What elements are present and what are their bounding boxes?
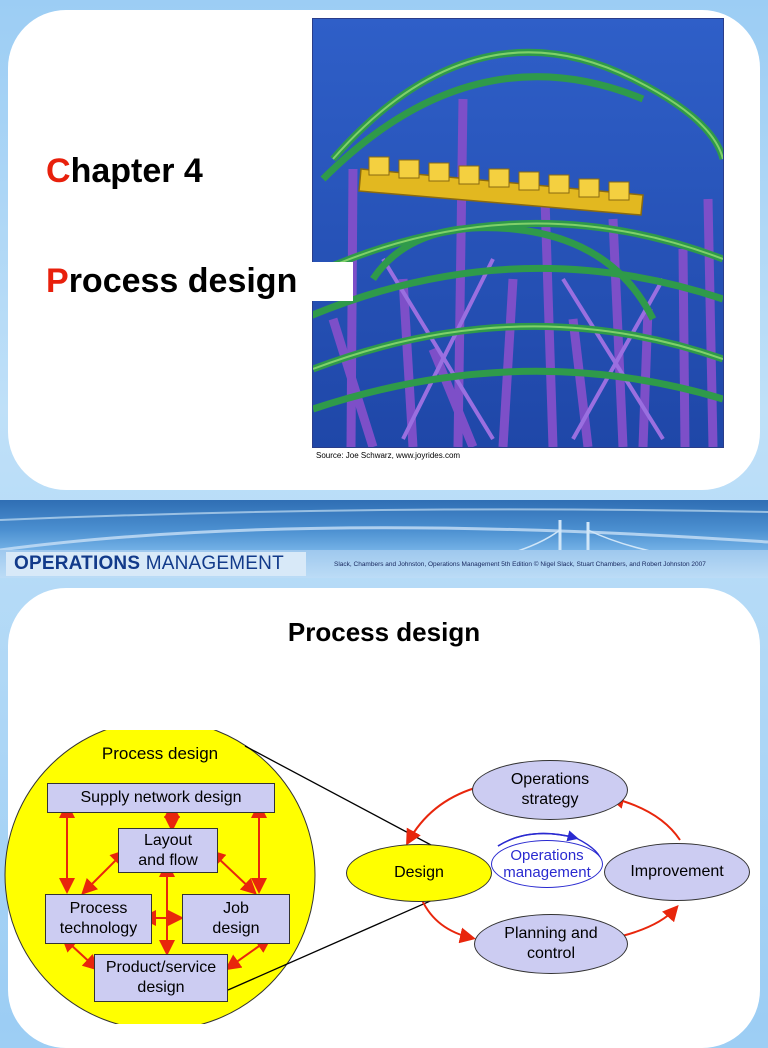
process-tech-line2: technology xyxy=(59,920,138,937)
supply-network-label: Supply network design xyxy=(80,789,242,806)
product-line1: Product/service xyxy=(105,959,217,976)
job-line1: Job xyxy=(223,900,249,917)
operations-management-logo: OPERATIONS MANAGEMENT xyxy=(6,552,306,576)
design-node: Design xyxy=(346,844,492,902)
ops-mgmt-line1: Operations xyxy=(510,847,584,864)
improvement-label: Improvement xyxy=(630,863,724,880)
layout-label-line2: and flow xyxy=(138,851,198,869)
chapter-label: Chapter 4 xyxy=(46,152,203,191)
planning-line2: control xyxy=(526,945,576,962)
rollercoaster-photo xyxy=(312,18,724,448)
chapter-initial: C xyxy=(46,152,71,190)
operations-strategy-node: Operations strategy xyxy=(472,760,628,820)
slide-title: Process design xyxy=(46,262,354,301)
logo-light: MANAGEMENT xyxy=(145,553,284,574)
slide2-title: Process design xyxy=(287,617,481,647)
planning-line1: Planning and xyxy=(504,925,598,942)
photo-caption: Source: Joe Schwarz, www.joyrides.com xyxy=(316,451,461,460)
ops-strategy-line1: Operations xyxy=(510,771,590,788)
title-initial: P xyxy=(46,262,69,300)
chapter-rest: hapter 4 xyxy=(70,152,203,190)
ops-mgmt-line2: management xyxy=(503,864,591,881)
design-label: Design xyxy=(394,864,444,881)
ops-strategy-line2: strategy xyxy=(521,791,579,808)
title-rest: rocess design xyxy=(68,262,298,300)
copyright-credit: Slack, Chambers and Johnston, Operations… xyxy=(334,561,706,568)
support-pillars xyxy=(328,98,718,447)
improvement-node: Improvement xyxy=(604,843,750,901)
supply-network-box: Supply network design xyxy=(47,783,275,813)
product-service-box: Product/service design xyxy=(94,954,228,1002)
circle-title: Process design xyxy=(101,744,219,763)
logo-bold: OPERATIONS xyxy=(14,553,141,574)
process-tech-line1: Process xyxy=(69,900,128,917)
layout-flow-box: Layout and flow xyxy=(118,828,218,873)
process-design-diagram: Process design Supply network design Lay… xyxy=(0,730,768,1024)
coaster-train xyxy=(358,156,644,216)
operations-management-node: Operations management xyxy=(491,840,603,888)
planning-control-node: Planning and control xyxy=(474,914,628,974)
process-technology-box: Process technology xyxy=(45,894,152,944)
job-line2: design xyxy=(212,920,260,937)
job-design-box: Job design xyxy=(182,894,290,944)
layout-label-line1: Layout xyxy=(143,831,193,849)
product-line2: design xyxy=(137,979,185,996)
